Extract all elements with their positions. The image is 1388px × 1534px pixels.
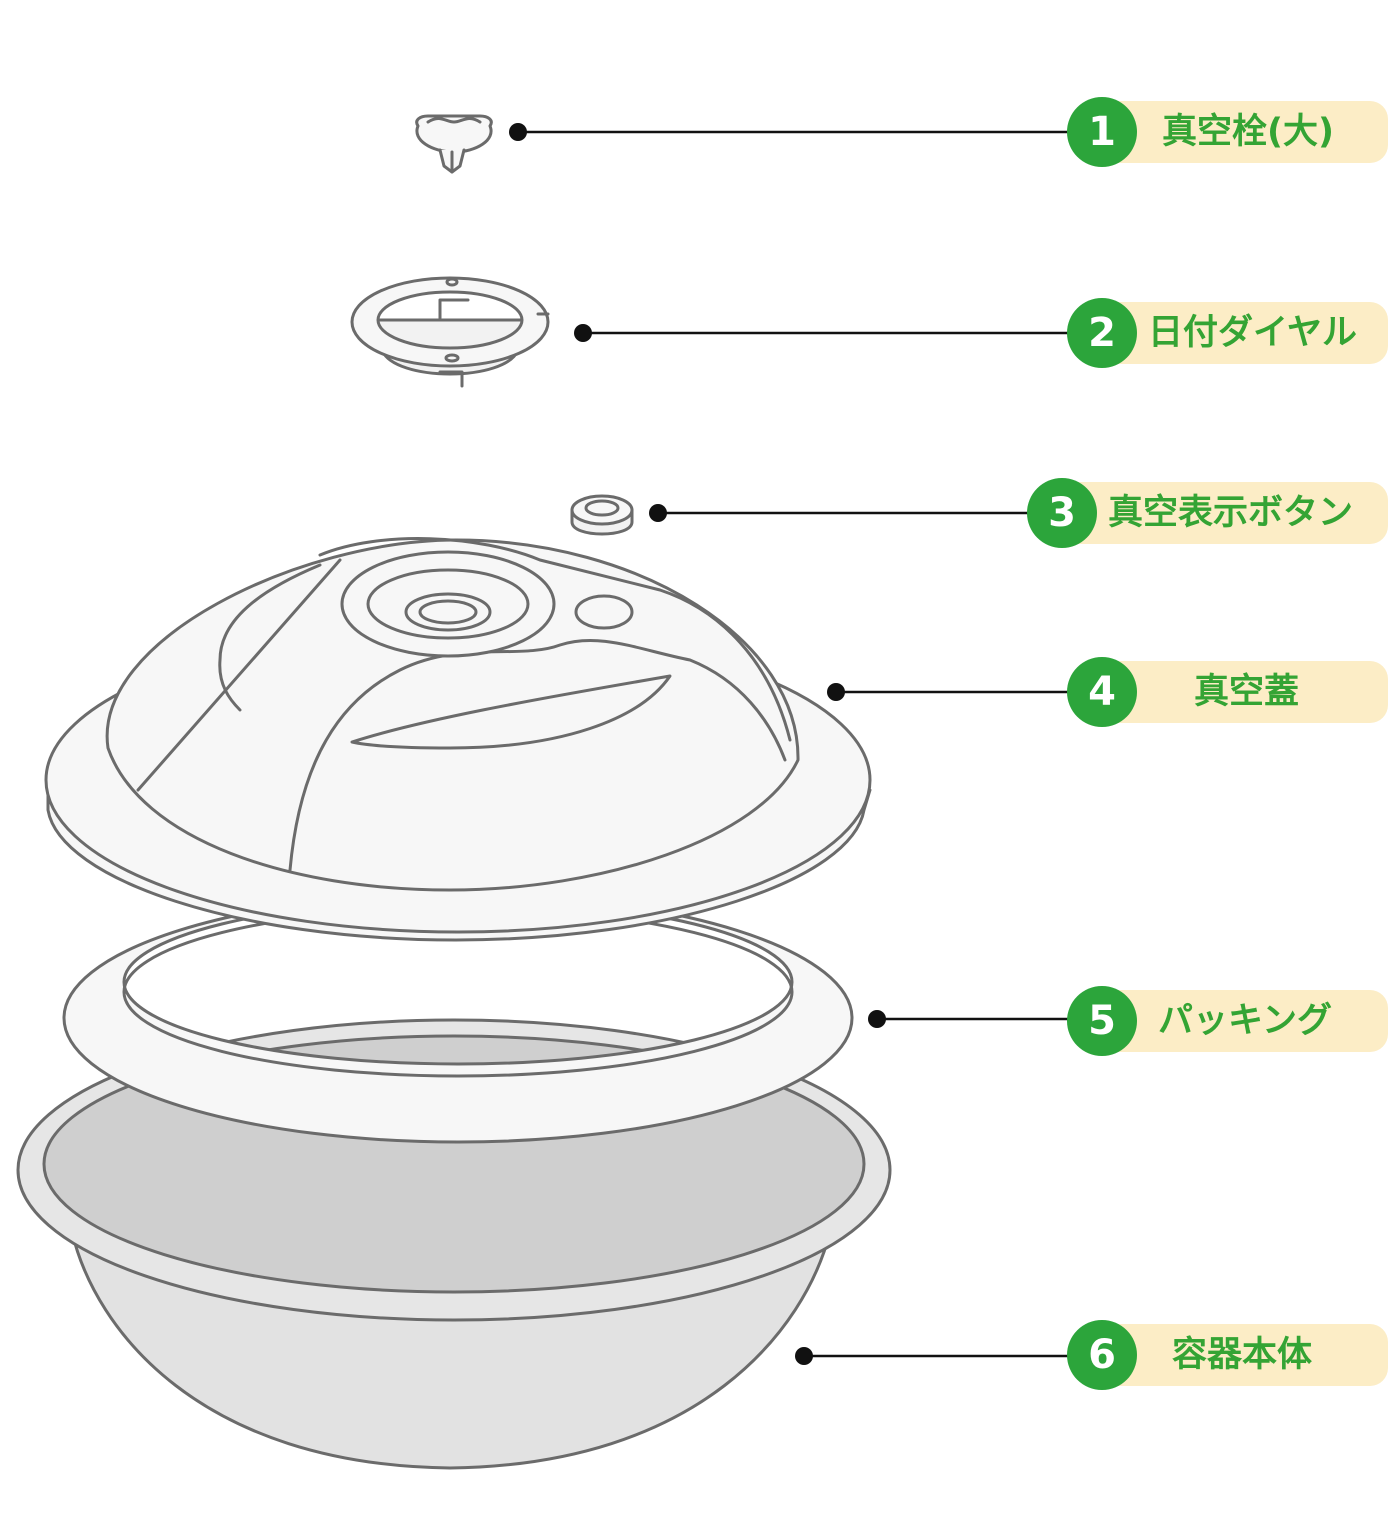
leader-lines [509, 123, 1090, 1365]
part-name-3: 真空表示ボタン [1108, 493, 1354, 533]
part-label-3: 真空表示ボタン [1062, 482, 1388, 544]
part-name-5: パッキング [1158, 1001, 1332, 1041]
leader-dot-4 [827, 683, 845, 701]
part-label-4: 真空蓋 [1100, 661, 1388, 723]
part-name-2: 日付ダイヤル [1148, 313, 1357, 353]
part-number-badge-4: 4 [1067, 657, 1137, 727]
leader-dot-2 [574, 324, 592, 342]
leader-dot-5 [868, 1010, 886, 1028]
part-number-badge-5: 5 [1067, 986, 1137, 1056]
vacuum-indicator-button-illustration [570, 494, 634, 536]
part-number-badge-3: 3 [1027, 478, 1097, 548]
leader-dot-1 [509, 123, 527, 141]
vacuum-lid-illustration [44, 537, 872, 942]
part-name-6: 容器本体 [1172, 1335, 1313, 1375]
part-number-badge-2: 2 [1067, 298, 1137, 368]
vacuum-plug-illustration [415, 114, 493, 174]
leader-dot-6 [795, 1347, 813, 1365]
part-name-4: 真空蓋 [1194, 672, 1300, 712]
date-dial-illustration [350, 276, 550, 388]
part-name-1: 真空栓(大) [1162, 112, 1334, 152]
part-label-2: 日付ダイヤル [1100, 302, 1388, 364]
part-number-badge-6: 6 [1067, 1320, 1137, 1390]
part-label-1: 真空栓(大) [1100, 101, 1388, 163]
part-label-5: パッキング [1100, 990, 1388, 1052]
leader-dot-3 [649, 504, 667, 522]
part-number-badge-1: 1 [1067, 97, 1137, 167]
part-label-6: 容器本体 [1100, 1324, 1388, 1386]
